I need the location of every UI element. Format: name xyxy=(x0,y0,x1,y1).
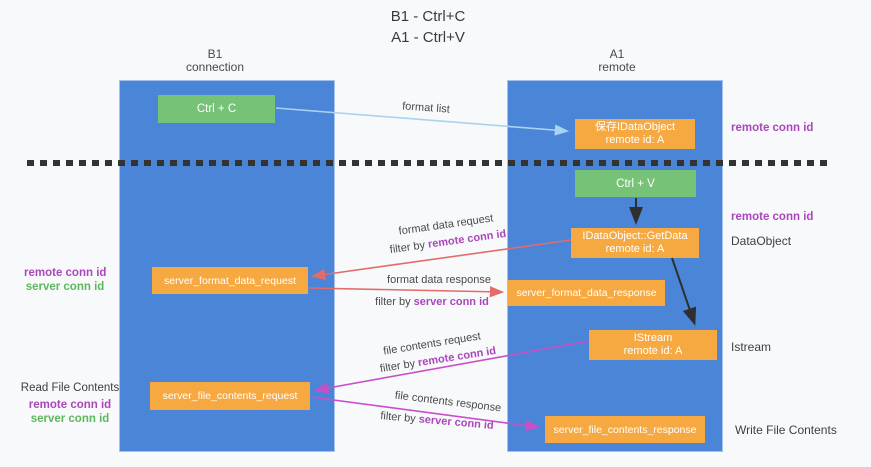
note-remote-conn-id-left: remote conn id xyxy=(24,267,107,279)
server-file-contents-response-label: server_file_contents_response xyxy=(553,423,697,436)
server-file-contents-request-label: server_file_contents_request xyxy=(162,390,298,402)
save-idataobject-box: 保存IDataObject remote id: A xyxy=(575,119,695,149)
title-line-2: A1 - Ctrl+V xyxy=(391,29,465,46)
left-column-role: connection xyxy=(185,60,245,74)
ctrl-v-label: Ctrl + V xyxy=(616,177,655,190)
filter-by-text: filter by xyxy=(379,357,420,376)
istream-box: IStream remote id: A xyxy=(589,330,717,360)
server-conn-id-key: server conn id xyxy=(413,296,489,308)
label-format-data-response-filter: filter by server conn id xyxy=(375,296,489,308)
server-file-contents-response-box: server_file_contents_response xyxy=(545,416,705,443)
note-server-conn-id-left: server conn id xyxy=(25,281,105,293)
right-column-header: A1 remote xyxy=(557,48,677,74)
istream-line2: remote id: A xyxy=(623,345,683,357)
filter-by-text: filter by xyxy=(389,238,429,257)
getdata-line2: remote id: A xyxy=(605,243,665,255)
label-file-contents-response-filter: filter by server conn id xyxy=(380,410,494,432)
right-column-name: A1 xyxy=(609,47,625,61)
server-format-data-response-label: server_format_data_response xyxy=(516,287,657,299)
label-format-list: format list xyxy=(401,100,451,116)
note-remote-conn-id-mid: remote conn id xyxy=(731,211,814,223)
note-remote-conn-id-bottom: remote conn id xyxy=(28,399,112,411)
filter-by-text: filter by xyxy=(379,410,420,426)
server-format-data-response-box: server_format_data_response xyxy=(508,280,665,306)
note-server-conn-id-bottom: server conn id xyxy=(30,413,110,425)
arrow-format-data-response xyxy=(308,286,505,298)
server-format-data-request-box: server_format_data_request xyxy=(152,267,308,294)
label-file-contents-response: file contents response xyxy=(394,389,502,415)
server-conn-id-key: server conn id xyxy=(418,413,495,432)
note-read-file-contents: Read File Contents xyxy=(20,382,120,394)
left-column-header: B1 connection xyxy=(155,48,275,74)
filter-by-text: filter by xyxy=(375,296,414,308)
istream-line1: IStream xyxy=(633,332,673,344)
title-line-1: B1 - Ctrl+C xyxy=(390,8,466,25)
label-format-data-response: format data response xyxy=(387,274,491,286)
note-istream: Istream xyxy=(731,340,772,354)
ctrl-v-box: Ctrl + V xyxy=(575,170,696,197)
right-column-role: remote xyxy=(598,60,636,74)
ctrl-c-label: Ctrl + C xyxy=(196,103,237,115)
left-column-name: B1 xyxy=(207,47,223,61)
server-format-data-request-label: server_format_data_request xyxy=(164,274,296,287)
save-idataobject-line1: 保存IDataObject xyxy=(594,121,676,133)
save-idataobject-line2: remote id: A xyxy=(605,134,665,146)
note-write-file-contents: Write File Contents xyxy=(735,423,837,437)
ctrl-c-box: Ctrl + C xyxy=(158,95,275,123)
idataobject-getdata-box: IDataObject::GetData remote id: A xyxy=(571,228,699,258)
note-read-file-contents-block: Read File Contents remote conn id server… xyxy=(18,381,122,426)
diagram-title: B1 - Ctrl+C A1 - Ctrl+V xyxy=(0,6,856,48)
server-file-contents-request-box: server_file_contents_request xyxy=(150,382,310,410)
note-dataobject: DataObject xyxy=(731,234,792,248)
note-remote-conn-id-top: remote conn id xyxy=(731,122,814,134)
note-left-conn-ids-top: remote conn id server conn id xyxy=(24,266,106,294)
getdata-line1: IDataObject::GetData xyxy=(582,230,688,242)
